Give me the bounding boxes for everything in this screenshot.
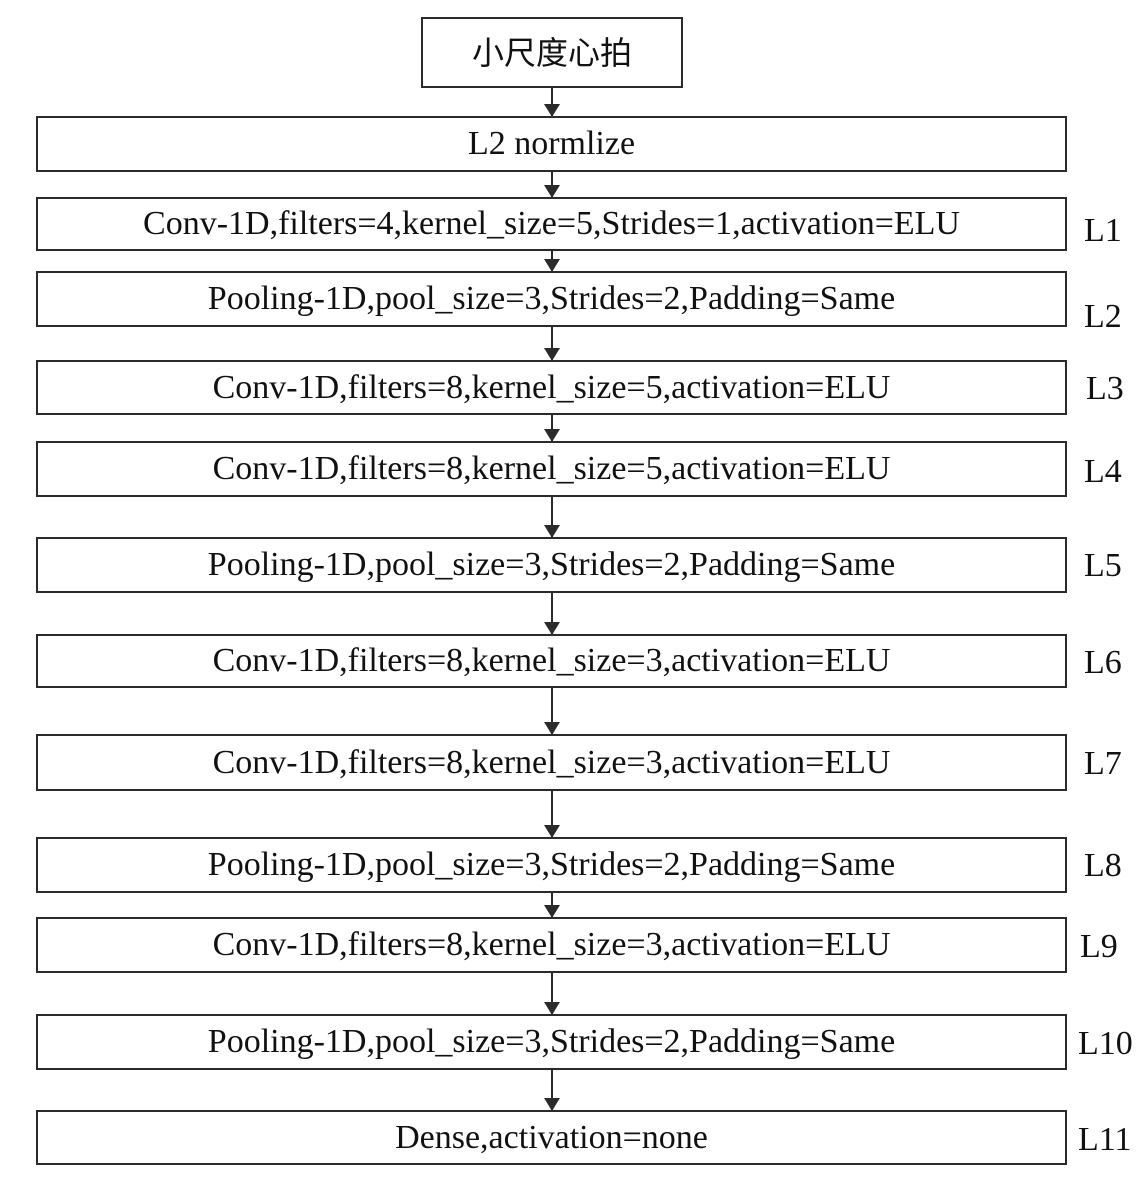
layer-box-label: Pooling-1D,pool_size=3,Strides=2,Padding… (207, 546, 896, 583)
layer-tag-l10: L10 (1078, 1025, 1133, 1062)
flow-arrow (544, 1070, 560, 1111)
input-box-label: 小尺度心拍 (471, 33, 632, 72)
flow-arrow (544, 497, 560, 538)
layer-box-label: Pooling-1D,pool_size=3,Strides=2,Padding… (207, 846, 896, 883)
normalize-box: L2 normlize (36, 116, 1067, 172)
layer-box-label: Conv-1D,filters=8,kernel_size=3,activati… (212, 743, 891, 781)
layer-box-l5: Pooling-1D,pool_size=3,Strides=2,Padding… (36, 537, 1067, 593)
layer-box-label: Conv-1D,filters=8,kernel_size=5,activati… (212, 450, 891, 487)
layer-box-label: Conv-1D,filters=8,kernel_size=3,activati… (212, 642, 891, 679)
layer-tag-l8: L8 (1084, 847, 1122, 884)
normalize-box-label: L2 normlize (467, 125, 636, 162)
layer-box-l11: Dense,activation=none (36, 1110, 1067, 1165)
layer-box-label: Conv-1D,filters=8,kernel_size=5,activati… (212, 368, 891, 406)
flow-arrow (544, 88, 560, 117)
flow-arrow (544, 593, 560, 635)
layer-box-l2: Pooling-1D,pool_size=3,Strides=2,Padding… (36, 271, 1067, 327)
layer-box-l10: Pooling-1D,pool_size=3,Strides=2,Padding… (36, 1014, 1067, 1070)
layer-box-label: Pooling-1D,pool_size=3,Strides=2,Padding… (207, 1023, 896, 1060)
layer-tag-l9: L9 (1080, 928, 1118, 965)
flow-arrow (544, 973, 560, 1015)
layer-box-l9: Conv-1D,filters=8,kernel_size=3,activati… (36, 917, 1067, 973)
layer-tag-l4: L4 (1084, 453, 1122, 490)
flow-arrow (544, 327, 560, 361)
layer-tag-l5: L5 (1084, 547, 1122, 584)
layer-box-label: Pooling-1D,pool_size=3,Strides=2,Padding… (207, 280, 896, 317)
flow-arrow (544, 172, 560, 198)
input-box: 小尺度心拍 (421, 17, 683, 88)
layer-box-label: Conv-1D,filters=4,kernel_size=5,Strides=… (143, 205, 960, 242)
layer-box-l6: Conv-1D,filters=8,kernel_size=3,activati… (36, 634, 1067, 688)
layer-tag-l7: L7 (1084, 745, 1122, 782)
layer-tag-l1: L1 (1084, 212, 1122, 249)
layer-tag-l11: L11 (1078, 1121, 1132, 1158)
layer-box-label: Dense,activation=none (395, 1118, 708, 1156)
layer-box-l3: Conv-1D,filters=8,kernel_size=5,activati… (36, 360, 1067, 415)
flow-arrow (544, 893, 560, 918)
layer-box-l7: Conv-1D,filters=8,kernel_size=3,activati… (36, 734, 1067, 791)
layer-box-l4: Conv-1D,filters=8,kernel_size=5,activati… (36, 441, 1067, 497)
layer-tag-l6: L6 (1084, 644, 1122, 681)
layer-box-l1: Conv-1D,filters=4,kernel_size=5,Strides=… (36, 197, 1067, 251)
flow-arrow (544, 415, 560, 442)
flow-arrow (544, 791, 560, 838)
layer-tag-l2: L2 (1084, 298, 1122, 335)
layer-box-l8: Pooling-1D,pool_size=3,Strides=2,Padding… (36, 837, 1067, 893)
layer-tag-l3: L3 (1086, 370, 1124, 407)
flow-arrow (544, 251, 560, 272)
layer-box-label: Conv-1D,filters=8,kernel_size=3,activati… (212, 926, 891, 963)
flow-arrow (544, 688, 560, 735)
